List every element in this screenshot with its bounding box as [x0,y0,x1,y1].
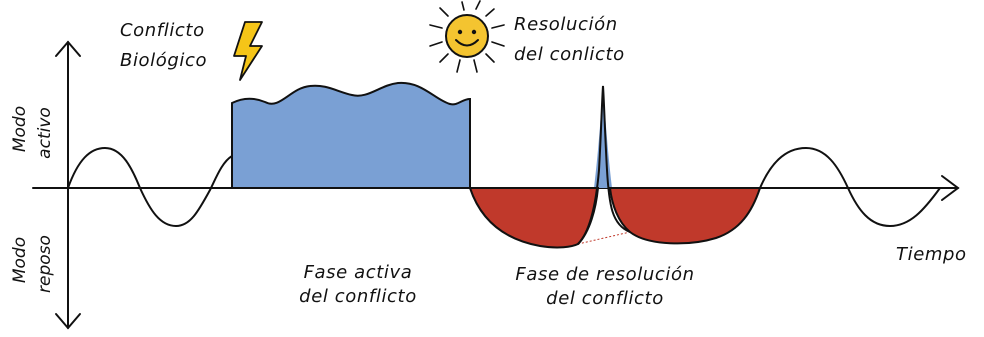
y-axis-bottom-label-line2: reposo [35,235,55,293]
conflict-label-line1: Conflicto [120,20,205,41]
active-phase-label-line2: del conflicto [299,286,417,307]
phase-curve [67,85,941,245]
y-axis-top-label-line2: activo [35,107,55,159]
resolution-label-line2: del conlicto [514,44,625,65]
resolution-label-line1: Resolución [514,14,618,35]
y-axis-bottom-label-line1: Modo [10,236,30,284]
active-phase-label-line1: Fase activa [303,262,413,283]
vertical-axis [55,40,81,330]
resolution-phase-label-line1: Fase de resolución [515,264,695,285]
lightning-bolt-icon [233,21,263,81]
x-axis-label: Tiempo [896,244,967,265]
resolution-phase-area-left [468,187,600,249]
y-axis-top-label-line1: Modo [10,105,30,153]
resolution-phase-label-line2: del conflicto [546,288,664,309]
smiling-sun-icon [429,0,505,73]
active-phase-area [231,81,471,189]
conflict-label-line2: Biológico [120,50,208,71]
phase-dotted-link [577,231,631,245]
resolution-phase-area-right [608,187,762,245]
